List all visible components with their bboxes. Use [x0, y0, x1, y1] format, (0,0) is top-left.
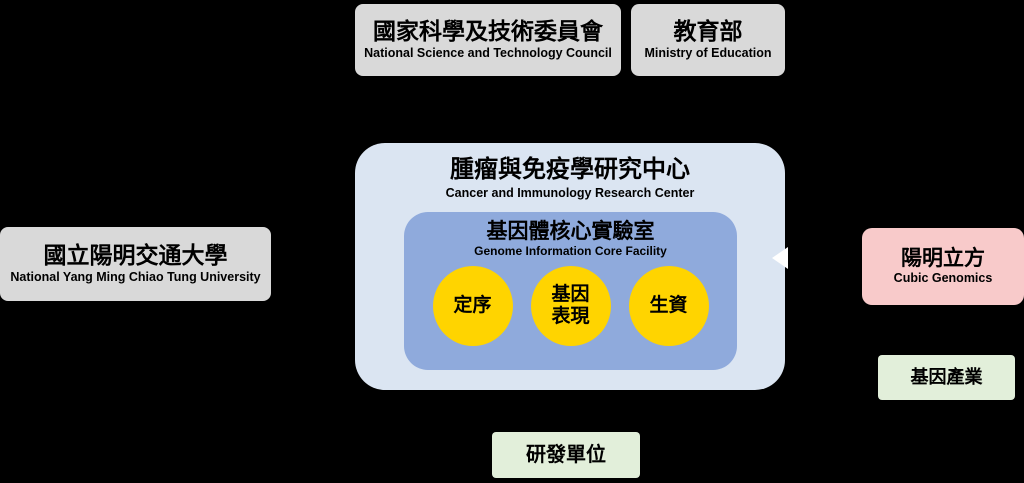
cubic-subtitle: Cubic Genomics	[893, 271, 993, 286]
university-subtitle: National Yang Ming Chiao Tung University	[10, 269, 261, 284]
cubic-title: 陽明立方	[901, 247, 985, 271]
core-subtitle: Genome Information Core Facility	[474, 244, 667, 259]
circle-gene-expression: 基因 表現	[530, 266, 611, 347]
node-rd-unit: 研發單位	[492, 432, 640, 478]
core-title: 基因體核心實驗室	[486, 220, 655, 243]
arrow-left-icon	[772, 247, 788, 269]
circle-sequencing: 定序	[432, 266, 513, 347]
node-genome-information-core-facility: 基因體核心實驗室 Genome Information Core Facilit…	[404, 212, 737, 370]
rd-title: 研發單位	[526, 444, 606, 466]
core-service-circles: 定序 基因 表現 生資	[404, 266, 737, 347]
node-cubic-genomics: 陽明立方 Cubic Genomics	[862, 228, 1024, 305]
center-title: 腫瘤與免疫學研究中心	[450, 156, 690, 183]
nstc-subtitle: National Science and Technology Council	[364, 45, 612, 60]
university-title: 國立陽明交通大學	[43, 242, 228, 269]
node-national-science-technology-council: 國家科學及技術委員會 National Science and Technolo…	[355, 4, 621, 76]
nstc-title: 國家科學及技術委員會	[373, 18, 603, 45]
circle-bioinformatics: 生資	[628, 266, 709, 347]
center-subtitle: Cancer and Immunology Research Center	[445, 185, 695, 200]
node-university: 國立陽明交通大學 National Yang Ming Chiao Tung U…	[0, 227, 271, 301]
moe-subtitle: Ministry of Education	[644, 45, 772, 60]
node-ministry-of-education: 教育部 Ministry of Education	[631, 4, 785, 76]
moe-title: 教育部	[673, 18, 743, 45]
node-gene-industry: 基因產業	[878, 355, 1015, 400]
industry-title: 基因產業	[910, 366, 983, 387]
